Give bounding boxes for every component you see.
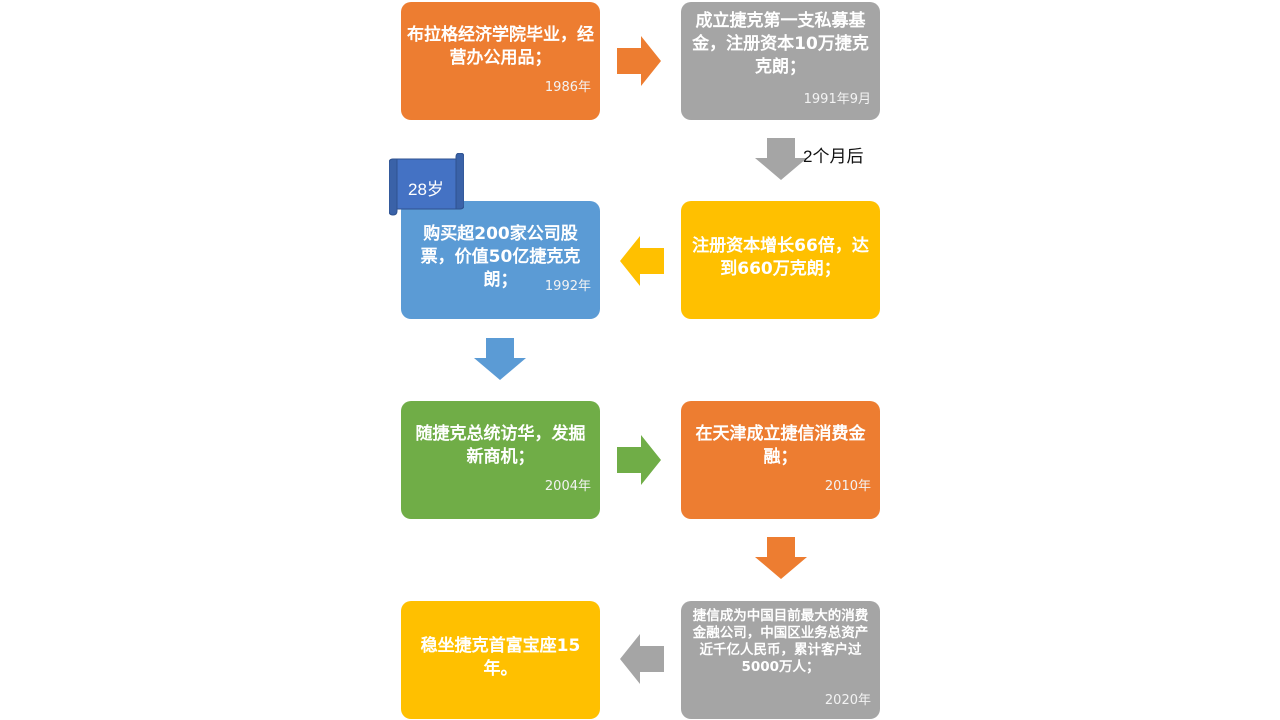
step-box-1986: 布拉格经济学院毕业，经营办公用品； 1986年	[401, 2, 600, 120]
step-year: 2004年	[544, 479, 591, 494]
step-text: 注册资本增长66倍，达到660万克朗；	[692, 236, 869, 279]
arrow-down-icon	[755, 138, 807, 180]
step-text: 在天津成立捷信消费金融；	[695, 424, 866, 467]
step-year: 2010年	[824, 479, 871, 494]
step-box-1991: 成立捷克第一支私募基金，注册资本10万捷克克朗； 1991年9月	[681, 2, 880, 120]
arrow-right-icon	[617, 435, 661, 485]
step-text: 布拉格经济学院毕业，经营办公用品；	[407, 25, 594, 68]
step-year: 1991年9月	[803, 92, 871, 107]
step-text: 稳坐捷克首富宝座15年。	[420, 636, 581, 679]
step-box-1992: 购买超200家公司股票，价值50亿捷克克朗； 1992年	[401, 201, 600, 319]
step-year: 2020年	[824, 693, 871, 708]
step-box-richest: 稳坐捷克首富宝座15年。	[401, 601, 600, 719]
step-text: 随捷克总统访华，发掘新商机；	[415, 424, 586, 467]
step-year: 1992年	[544, 279, 591, 294]
arrow-left-icon	[620, 634, 664, 684]
scroll-banner-icon	[389, 153, 464, 216]
step-text: 捷信成为中国目前最大的消费金融公司，中国区业务总资产近千亿人民币，累计客户过50…	[692, 608, 869, 675]
step-box-capital-growth: 注册资本增长66倍，达到660万克朗；	[681, 201, 880, 319]
interval-label: 2个月后	[803, 147, 864, 166]
step-box-2020: 捷信成为中国目前最大的消费金融公司，中国区业务总资产近千亿人民币，累计客户过50…	[681, 601, 880, 719]
arrow-down-icon	[755, 537, 807, 579]
step-box-2010: 在天津成立捷信消费金融； 2010年	[681, 401, 880, 519]
age-banner-label: 28岁	[408, 180, 444, 199]
step-text: 成立捷克第一支私募基金，注册资本10万捷克克朗；	[692, 11, 869, 77]
arrow-right-icon	[617, 36, 661, 86]
step-text: 购买超200家公司股票，价值50亿捷克克朗；	[420, 224, 581, 290]
step-year: 1986年	[544, 80, 591, 95]
arrow-down-icon	[474, 338, 526, 380]
arrow-left-icon	[620, 236, 664, 286]
step-box-2004: 随捷克总统访华，发掘新商机； 2004年	[401, 401, 600, 519]
